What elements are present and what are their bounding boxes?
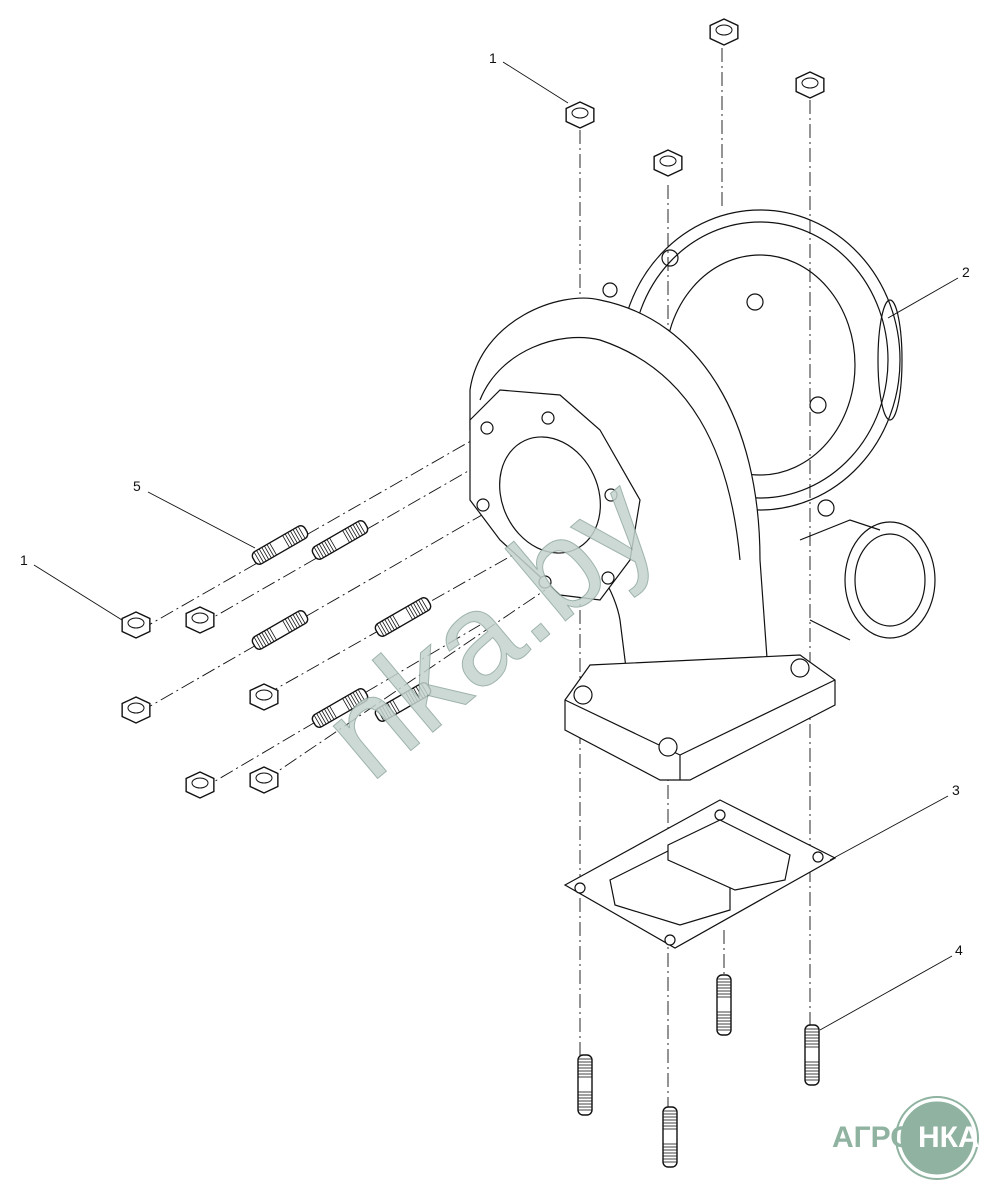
threaded-stud — [311, 520, 369, 560]
hex-nut — [653, 149, 683, 177]
threaded-stud — [251, 610, 309, 650]
threaded-stud — [374, 597, 432, 637]
hex-nut — [185, 771, 215, 799]
threaded-stud — [311, 688, 369, 728]
hex-nut — [565, 101, 595, 129]
hex-nut — [185, 606, 215, 634]
threaded-stud — [374, 682, 432, 722]
callout-2: 2 — [962, 264, 970, 280]
gasket — [563, 799, 837, 949]
callout-5: 5 — [133, 478, 141, 494]
threaded-stud — [716, 974, 732, 1036]
hex-nut — [249, 766, 279, 794]
hex-nut — [121, 696, 151, 724]
callout-4: 4 — [955, 942, 963, 958]
callout-1-top: 1 — [489, 50, 497, 66]
leader-lines — [33, 61, 959, 1031]
callout-1-left: 1 — [20, 552, 28, 568]
threaded-stud — [662, 1106, 678, 1168]
hex-nut — [121, 611, 151, 639]
threaded-stud — [251, 525, 309, 565]
agronka-logo: АГРО НКА — [832, 1095, 982, 1181]
hex-nut — [795, 71, 825, 99]
callout-3: 3 — [952, 782, 960, 798]
logo-text-left: АГРО — [832, 1121, 914, 1154]
threaded-stud — [577, 1054, 593, 1116]
hex-nut — [709, 18, 739, 46]
threaded-stud — [804, 1024, 820, 1086]
logo-text-right: НКА — [918, 1121, 980, 1154]
hex-nut — [249, 683, 279, 711]
turbine-housing — [469, 297, 836, 781]
